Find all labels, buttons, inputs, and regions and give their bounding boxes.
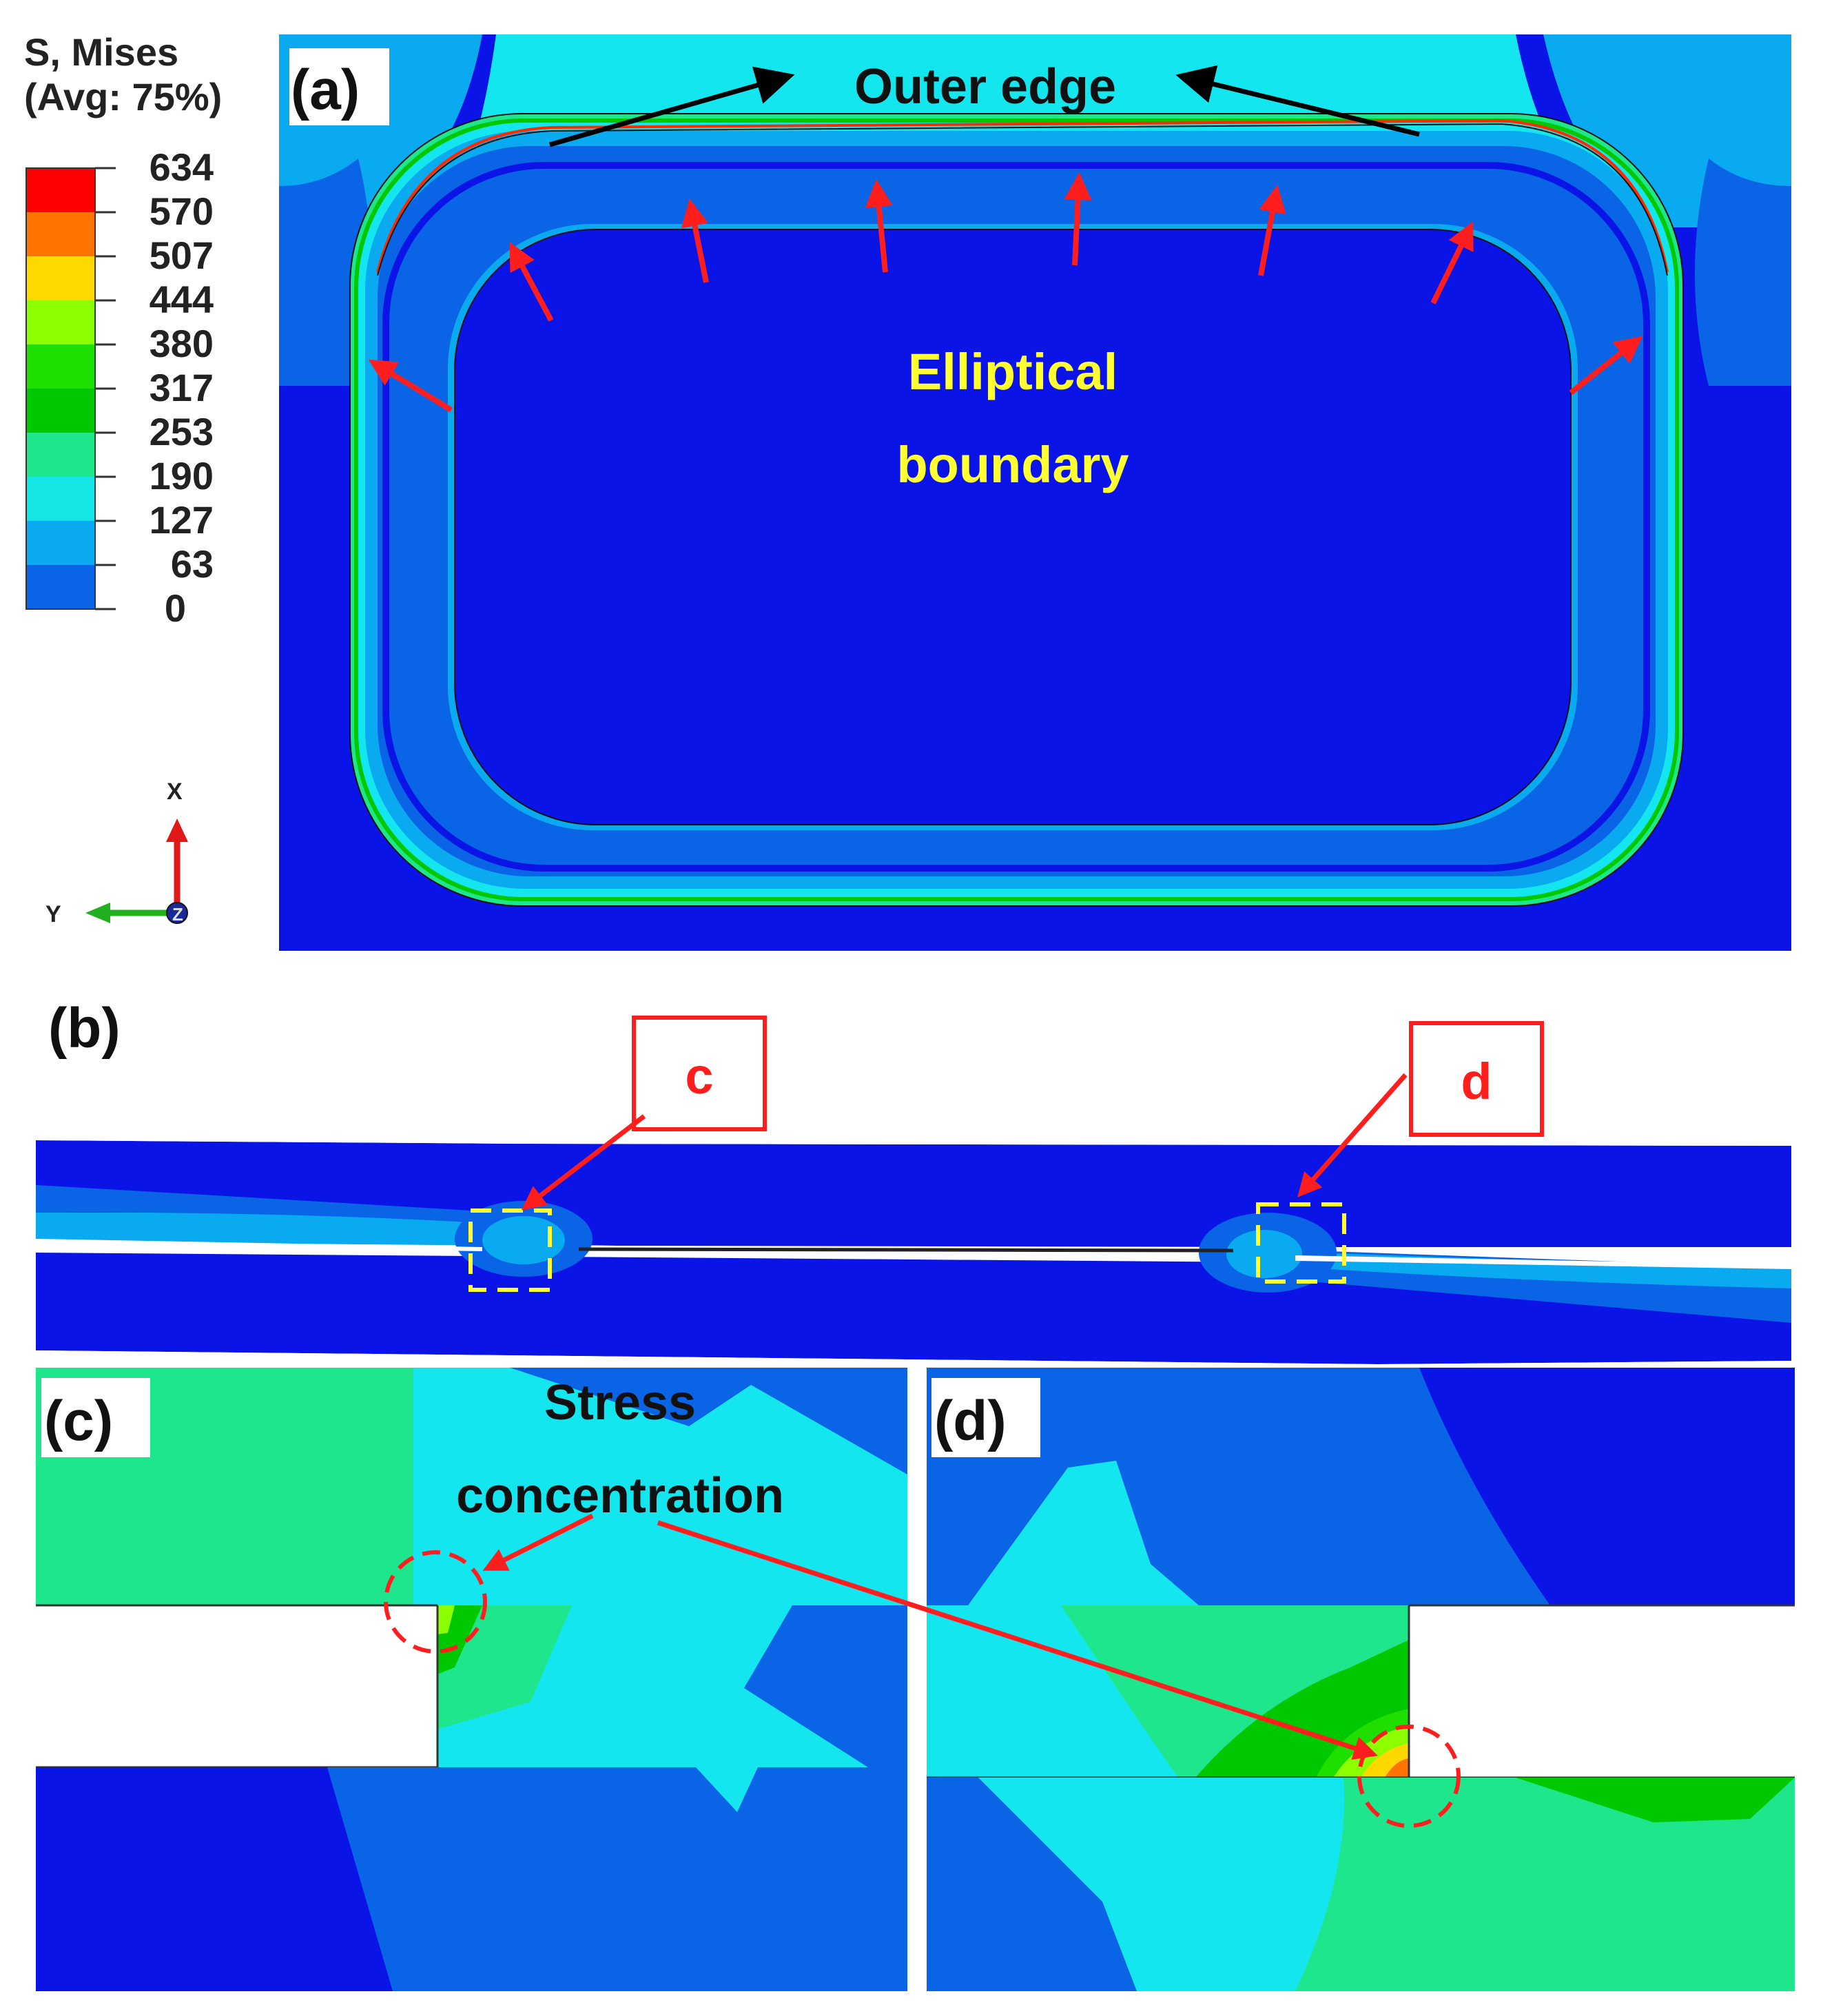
legend-title-line2: (Avg: 75%) [24, 75, 222, 119]
axis-y-label: Y [45, 901, 61, 927]
box-d [1409, 1021, 1544, 1137]
arrow-to-c [521, 1114, 646, 1211]
panel-b-label: (b) [48, 997, 121, 1060]
legend-swatch-5 [26, 344, 95, 389]
outer-edge-arrow-left [549, 66, 795, 147]
panel-c-label: (c) [44, 1390, 113, 1452]
boundary-arrow-2 [509, 242, 554, 322]
boundary-arrow-4 [865, 179, 893, 273]
stress-arrow-d [657, 1520, 1378, 1760]
outer-edge-arrow-right [1175, 65, 1420, 137]
stress-circle-d [1357, 1725, 1461, 1828]
legend-level-10: 63 [171, 542, 214, 586]
axis-z-icon [166, 902, 188, 924]
boundary-arrow-1 [368, 359, 453, 413]
legend-title-line1: S, Mises [24, 30, 178, 74]
outer-edge-label: Outer edge [854, 59, 1116, 114]
box-c [632, 1016, 767, 1131]
elliptical-label-line1: Elliptical [908, 343, 1118, 400]
panel-b: (b) c d [36, 997, 1791, 1364]
legend-level-4: 444 [150, 278, 214, 321]
legend-level-5: 380 [150, 322, 214, 365]
boundary-arrow-5 [1064, 172, 1092, 266]
panel-d-label: (d) [934, 1390, 1007, 1452]
panel-a-label: (a) [291, 59, 360, 121]
legend-level-8: 190 [150, 454, 214, 497]
boundary-arrow-6 [1258, 185, 1286, 276]
legend-swatch-9 [26, 521, 95, 565]
legend-level-1: 634 [150, 145, 214, 189]
legend-swatch-1 [26, 168, 95, 212]
axis-triad: X Y Z [45, 779, 188, 927]
region-c-marker [468, 1208, 552, 1292]
legend-swatch-10 [26, 565, 95, 609]
stress-label-line1: Stress [544, 1375, 696, 1430]
region-d-marker [1256, 1202, 1346, 1284]
boundary-arrow-8 [1569, 336, 1643, 395]
boundary-arrow-7 [1430, 221, 1474, 305]
legend-swatch-3 [26, 256, 95, 300]
stress-label-line2: concentration [456, 1468, 784, 1523]
axis-x-label: X [167, 779, 183, 805]
axis-y-arrow-icon [85, 903, 110, 923]
legend-level-11: 0 [165, 586, 186, 630]
panel-d: (d) [927, 1368, 1795, 1991]
box-c-label: c [685, 1047, 713, 1104]
legend-level-3: 507 [150, 234, 214, 277]
legend-swatch-2 [26, 212, 95, 256]
legend-swatch-7 [26, 433, 95, 477]
elliptical-label-line2: boundary [896, 436, 1129, 493]
stress-arrow-c [482, 1513, 594, 1571]
arrow-to-d [1297, 1073, 1408, 1197]
legend-level-9: 127 [150, 498, 214, 542]
legend-swatch-4 [26, 300, 95, 344]
legend-level-7: 253 [150, 410, 214, 453]
legend-swatch-8 [26, 477, 95, 521]
panel-a: (a) Outer edge Elliptical boundary [279, 34, 1791, 951]
panel-c: (c) Stress concentration [36, 1368, 907, 1991]
legend-level-6: 317 [150, 366, 214, 409]
axis-z-label: Z [172, 904, 183, 925]
axis-x-arrow-icon [166, 819, 188, 842]
legend-color-bar [25, 167, 116, 610]
boundary-arrow-3 [681, 198, 709, 283]
box-d-label: d [1461, 1053, 1492, 1110]
stress-circle-c [384, 1550, 487, 1654]
stress-legend: S, Mises (Avg: 75%) 634 [24, 30, 222, 630]
legend-level-2: 570 [150, 189, 214, 233]
legend-swatch-6 [26, 389, 95, 433]
